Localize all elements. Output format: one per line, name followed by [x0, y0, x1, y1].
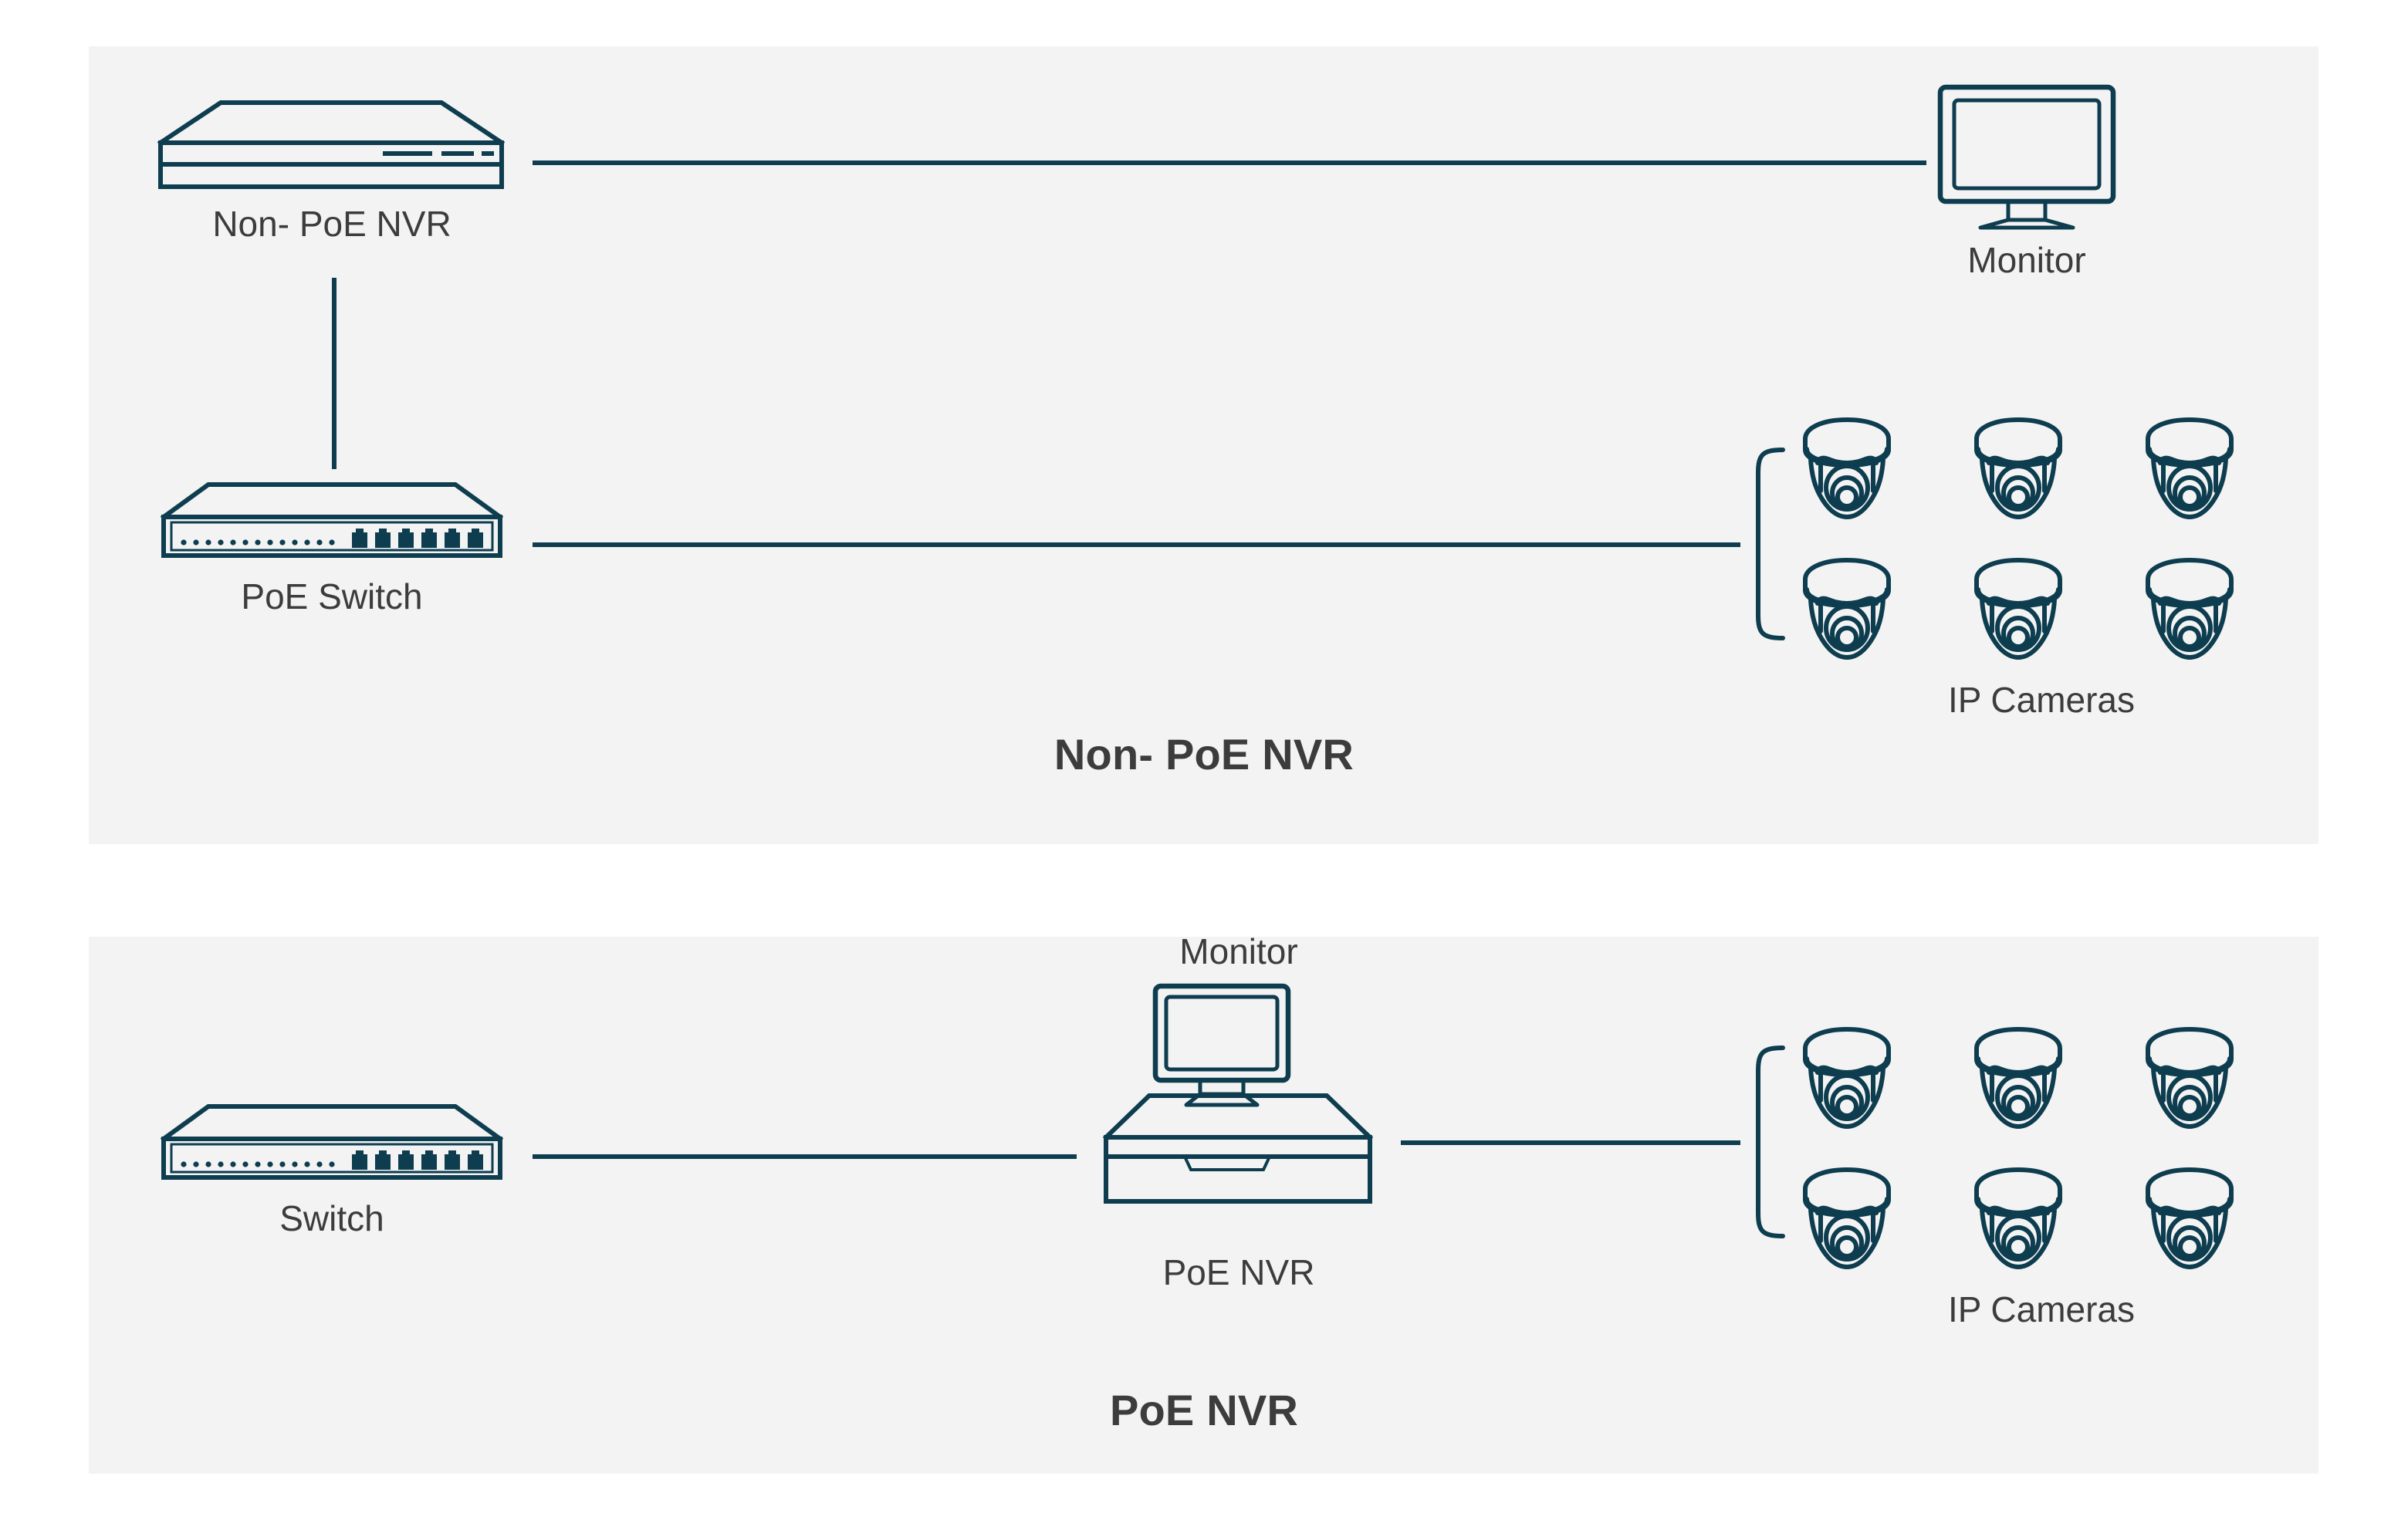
node-label-poe-nvr: PoE NVR	[1162, 1252, 1315, 1292]
node-label-ip-cameras-poe: IP Cameras	[1947, 1289, 2136, 1329]
dome-camera-grid	[1798, 417, 2285, 671]
node-label-switch-poe-panel: Switch	[279, 1198, 384, 1238]
wire-poe-nvr-to-cameras	[1401, 1140, 1740, 1145]
node-label-ip-cameras-non-poe: IP Cameras	[1947, 680, 2136, 720]
node-poe-switch[interactable]: PoE Switch	[154, 477, 509, 616]
poe-nvr-chassis-icon	[1102, 983, 1374, 1204]
rj45-ports	[352, 529, 483, 548]
rj45-ports	[352, 1150, 483, 1170]
node-label-poe-switch: PoE Switch	[241, 576, 423, 616]
panel-title-poe: PoE NVR	[1109, 1386, 1299, 1434]
camera-group-brace-non-poe	[1735, 444, 1789, 644]
wire-nvr-to-monitor	[533, 160, 1926, 165]
node-ip-cameras-poe[interactable]: IP Cameras	[1798, 1026, 2285, 1329]
node-non-poe-nvr[interactable]: Non- PoE NVR	[154, 96, 509, 244]
panel-title-non-poe: Non- PoE NVR	[1054, 730, 1354, 779]
wire-switch-to-poe-nvr	[533, 1154, 1077, 1159]
network-switch-icon	[160, 482, 504, 558]
node-switch-poe-panel[interactable]: Switch	[154, 1099, 509, 1238]
wire-nvr-to-switch	[332, 278, 337, 469]
network-switch-icon	[160, 1104, 504, 1180]
nvr-device-icon	[157, 100, 506, 189]
camera-group-brace-poe	[1735, 1042, 1789, 1242]
monitor-icon	[1937, 84, 2116, 230]
node-ip-cameras-non-poe[interactable]: IP Cameras	[1798, 417, 2285, 720]
panel-poe-nvr	[89, 937, 2318, 1474]
node-label-monitor-poe: Monitor	[1179, 931, 1298, 971]
panel-non-poe-nvr	[89, 46, 2318, 844]
dome-camera-grid	[1798, 1026, 2285, 1281]
node-label-non-poe-nvr: Non- PoE NVR	[212, 204, 452, 244]
wire-switch-to-cameras	[533, 542, 1740, 547]
node-label-monitor-non-poe: Monitor	[1967, 240, 2086, 280]
node-monitor-non-poe[interactable]: Monitor	[1934, 81, 2119, 280]
node-poe-nvr[interactable]: Monitor PoE NVR	[1100, 931, 1378, 1292]
